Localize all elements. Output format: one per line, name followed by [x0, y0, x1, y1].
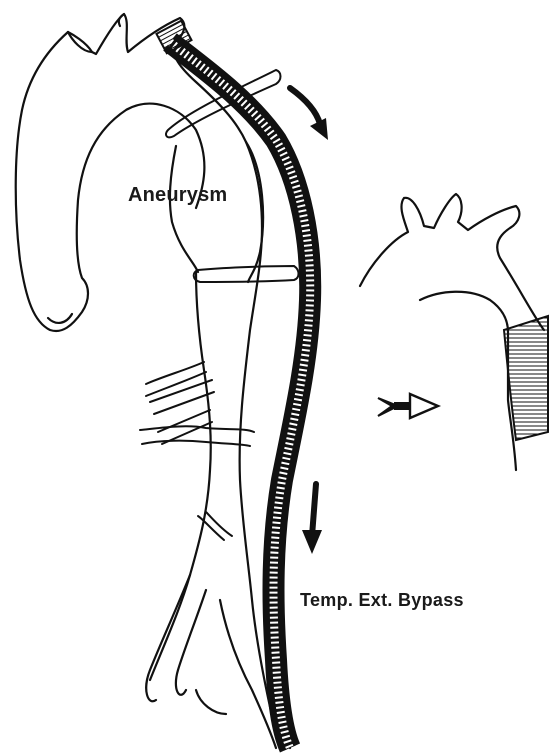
aortic-stump [48, 314, 72, 323]
lumbar-branch-b [206, 512, 232, 536]
left-carotid-artery [119, 14, 124, 26]
intercostal-branch-1 [146, 362, 204, 384]
aneurysm-label: Aneurysm [128, 184, 227, 207]
bypass-graft [156, 21, 310, 748]
distal-clamp-band [194, 266, 299, 282]
bypass-label: Temp. Ext. Bypass [300, 590, 464, 611]
iliac-bifurcation [146, 575, 276, 748]
flow-arrow-top-icon [290, 88, 320, 124]
arch-branches-left [68, 14, 124, 52]
transition-arrow [378, 394, 438, 418]
ascending-aorta [16, 32, 205, 331]
aorta-inner-wall [150, 272, 211, 680]
intercostal-branch-2b [154, 392, 214, 414]
intercostal-branch-3 [158, 410, 210, 432]
flow-arrow-bottom-icon [312, 484, 316, 536]
flow-arrowhead-bottom-icon [302, 530, 322, 554]
right-arch-inner [420, 292, 508, 332]
aneurysm-sac [170, 146, 198, 272]
renal-branch-left-b [142, 441, 250, 446]
right-arch-outer [360, 194, 544, 330]
brachiocephalic-artery [68, 32, 92, 52]
transition-arrow-body-icon [394, 402, 410, 410]
internal-iliac [196, 690, 226, 714]
transition-arrow-head-icon [410, 394, 438, 418]
visceral-branches [140, 362, 254, 540]
